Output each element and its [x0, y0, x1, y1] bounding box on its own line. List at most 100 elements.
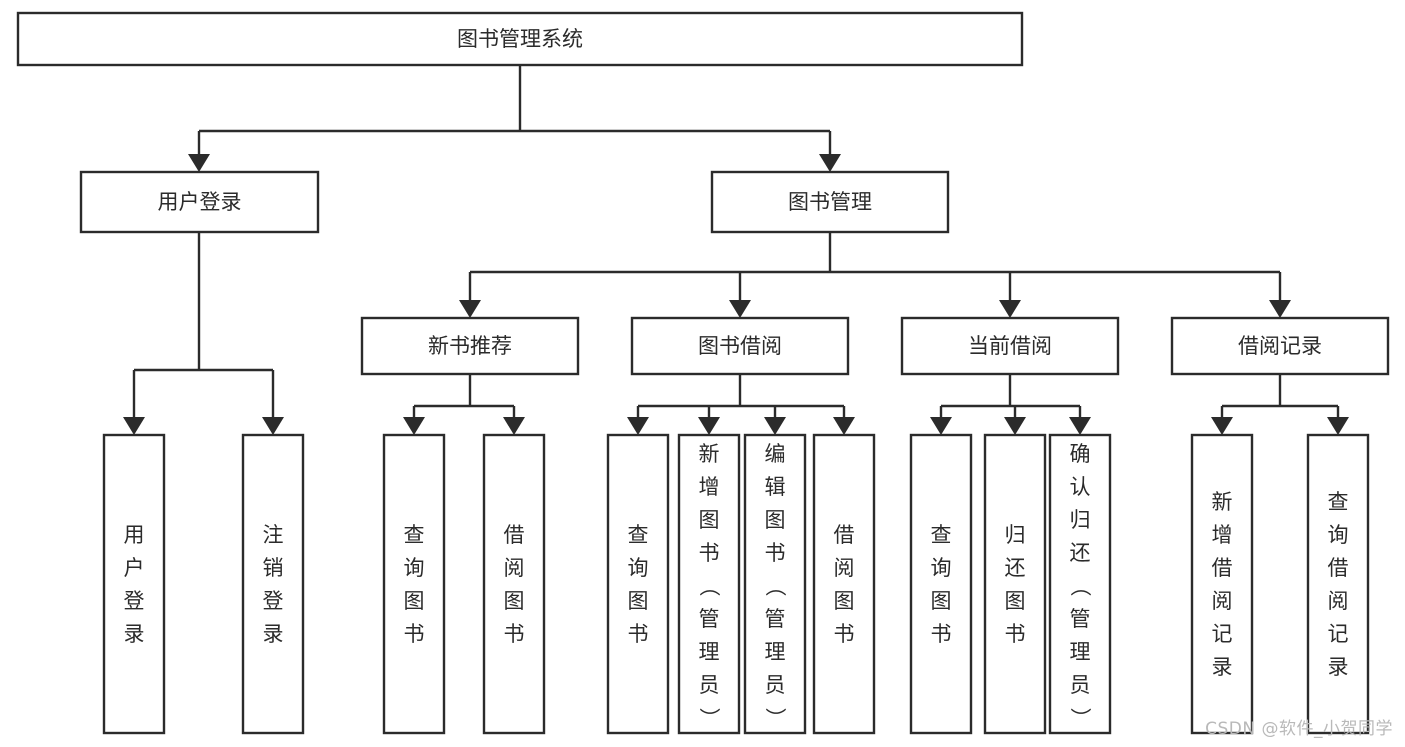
node-leaf-5-box[interactable]	[677, 433, 741, 735]
node-leaf-6-label-char: 图	[765, 508, 786, 532]
node-leaf-8-box[interactable]	[909, 433, 973, 735]
node-leaf-3-box[interactable]	[482, 433, 546, 735]
node-leaf-0-box[interactable]	[102, 433, 166, 735]
node-leaf-7-label-char: 借	[834, 523, 855, 547]
node-leaf-9-label-char: 还	[1005, 556, 1026, 580]
node-leaf-11-label-char: 记	[1212, 622, 1233, 646]
node-leaf-1-box[interactable]	[241, 433, 305, 735]
node-leaf-11-box[interactable]	[1190, 433, 1254, 735]
node-l3-3-box[interactable]	[1170, 316, 1390, 376]
node-root-system-box[interactable]	[16, 11, 1024, 67]
node-leaf-12-label-char: 询	[1328, 523, 1349, 547]
node-leaf-8-label-char: 询	[931, 556, 952, 580]
node-layer: 图书管理系统用户登录图书管理新书推荐图书借阅当前借阅借阅记录用户登录注销登录查询…	[16, 11, 1390, 735]
connector-layer	[123, 65, 1349, 435]
node-leaf-5-label-char: 增	[699, 475, 720, 499]
node-l2-0[interactable]: 用户登录	[79, 170, 320, 234]
node-leaf-6-box[interactable]	[743, 433, 807, 735]
node-l3-0-label: 新书推荐	[428, 334, 512, 358]
node-leaf-3-label-char: 图	[504, 589, 525, 613]
node-leaf-2-label-char: 查	[404, 523, 425, 547]
edge-group-book-manage	[459, 232, 1291, 318]
node-leaf-7-label-char: 图	[834, 589, 855, 613]
node-leaf-11-label-char: 借	[1212, 556, 1233, 580]
node-leaf-10-box[interactable]	[1048, 433, 1112, 735]
node-leaf-0-label-char: 户	[124, 556, 145, 580]
node-leaf-2-box[interactable]	[382, 433, 446, 735]
node-leaf-0[interactable]: 用户登录	[102, 433, 166, 735]
node-leaf-11-label-char: 录	[1212, 655, 1233, 679]
node-leaf-10-label-char: 认	[1070, 475, 1091, 499]
node-leaf-6-label-char: 编	[765, 442, 786, 466]
node-leaf-9-box[interactable]	[983, 433, 1047, 735]
node-leaf-10-label-char: 员	[1070, 673, 1091, 697]
node-root-system[interactable]: 图书管理系统	[16, 11, 1024, 67]
edge-group-l3-2	[930, 374, 1091, 435]
node-l2-0-label: 用户登录	[158, 190, 242, 214]
node-l3-0[interactable]: 新书推荐	[360, 316, 580, 376]
node-l3-2-label: 当前借阅	[968, 334, 1052, 358]
node-leaf-2-label-char: 书	[404, 622, 425, 646]
node-l3-3-label: 借阅记录	[1238, 334, 1322, 358]
node-leaf-4-label-char: 查	[628, 523, 649, 547]
edge-group-l3-1	[627, 374, 855, 435]
edge-group-root	[188, 65, 841, 172]
node-leaf-5-label-char: 新	[699, 442, 720, 466]
node-l3-2-box[interactable]	[900, 316, 1120, 376]
node-leaf-5-label-char: 员	[699, 673, 720, 697]
node-l2-0-box[interactable]	[79, 170, 320, 234]
node-l3-0-box[interactable]	[360, 316, 580, 376]
node-leaf-10-label-char: （	[1068, 576, 1092, 597]
node-leaf-9-label-char: 图	[1005, 589, 1026, 613]
node-l3-2[interactable]: 当前借阅	[900, 316, 1120, 376]
node-leaf-9-label-char: 书	[1005, 622, 1026, 646]
node-l2-1[interactable]: 图书管理	[710, 170, 950, 234]
node-leaf-7-box[interactable]	[812, 433, 876, 735]
node-l2-1-box[interactable]	[710, 170, 950, 234]
node-leaf-4-box[interactable]	[606, 433, 670, 735]
node-leaf-10-label-char: 管	[1070, 607, 1091, 631]
node-leaf-0-label-char: 用	[124, 523, 145, 547]
node-leaf-7-label-char: 阅	[834, 556, 855, 580]
node-leaf-1-label-char: 录	[263, 622, 284, 646]
node-leaf-5-label-char: 管	[699, 607, 720, 631]
node-leaf-5-label-char: 理	[699, 640, 720, 664]
node-leaf-2-label-char: 图	[404, 589, 425, 613]
node-leaf-10-label-char: 还	[1070, 541, 1091, 565]
node-leaf-5-label-char: 图	[699, 508, 720, 532]
node-leaf-3-label-char: 借	[504, 523, 525, 547]
node-leaf-4-label-char: 图	[628, 589, 649, 613]
node-leaf-2-label-char: 询	[404, 556, 425, 580]
node-l3-3[interactable]: 借阅记录	[1170, 316, 1390, 376]
node-leaf-6-label-char: 书	[765, 541, 786, 565]
node-l3-1-label: 图书借阅	[698, 334, 782, 358]
node-leaf-8-label-char: 查	[931, 523, 952, 547]
node-leaf-10-label-char: ）	[1068, 708, 1092, 729]
node-leaf-1-label-char: 注	[263, 523, 284, 547]
node-leaf-7-label-char: 书	[834, 622, 855, 646]
node-leaf-12-label-char: 记	[1328, 622, 1349, 646]
edge-group-l3-3	[1211, 374, 1349, 435]
node-l3-1-box[interactable]	[630, 316, 850, 376]
node-leaf-11-label-char: 增	[1212, 523, 1233, 547]
node-leaf-12-box[interactable]	[1306, 433, 1370, 735]
node-leaf-4-label-char: 书	[628, 622, 649, 646]
node-leaf-12-label-char: 录	[1328, 655, 1349, 679]
node-l3-1[interactable]: 图书借阅	[630, 316, 850, 376]
node-leaf-6-label-char: 理	[765, 640, 786, 664]
node-leaf-6-label-char: 管	[765, 607, 786, 631]
node-leaf-5-label-char: 书	[699, 541, 720, 565]
node-leaf-6-label-char: 辑	[765, 475, 786, 499]
